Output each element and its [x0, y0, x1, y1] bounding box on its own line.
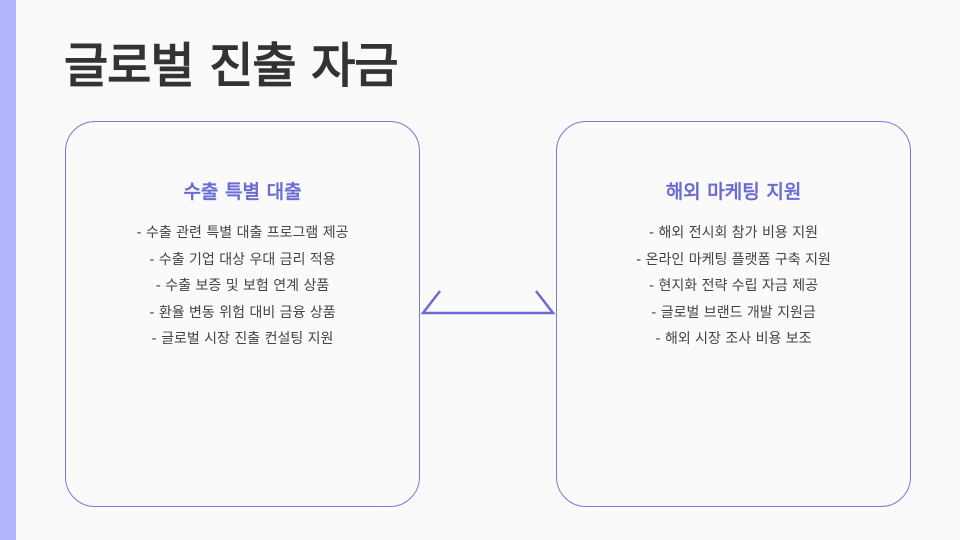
list-item: - 환율 변동 위험 대비 금융 상품 — [149, 304, 336, 321]
card-export-loan: 수출 특별 대출 - 수출 관련 특별 대출 프로그램 제공 - 수출 기업 대… — [65, 121, 420, 507]
card-title: 해외 마케팅 지원 — [665, 181, 802, 203]
connector-line — [420, 290, 556, 315]
list-item: - 글로벌 시장 진출 컨설팅 지원 — [151, 331, 334, 347]
list-item: - 수출 기업 대상 우대 금리 적용 — [149, 251, 336, 268]
list-item: - 온라인 마케팅 플랫폼 구축 지원 — [636, 251, 831, 268]
card-title: 수출 특별 대출 — [183, 181, 302, 203]
list-item: - 현지화 전략 수립 자금 제공 — [649, 278, 818, 294]
card-list: - 해외 전시회 참가 비용 지원 - 온라인 마케팅 플랫폼 구축 지원 - … — [557, 220, 910, 353]
accent-bar — [0, 0, 16, 540]
list-item: - 수출 관련 특별 대출 프로그램 제공 — [136, 225, 349, 241]
list-item: - 글로벌 브랜드 개발 지원금 — [651, 304, 816, 321]
card-overseas-marketing: 해외 마케팅 지원 - 해외 전시회 참가 비용 지원 - 온라인 마케팅 플랫… — [556, 121, 911, 507]
list-item: - 해외 시장 조사 비용 보조 — [655, 331, 812, 347]
page-title: 글로벌 진출 자금 — [64, 38, 399, 94]
list-item: - 해외 전시회 참가 비용 지원 — [649, 225, 818, 241]
list-item: - 수출 보증 및 보험 연계 상품 — [155, 278, 330, 294]
card-list: - 수출 관련 특별 대출 프로그램 제공 - 수출 기업 대상 우대 금리 적… — [66, 220, 419, 353]
